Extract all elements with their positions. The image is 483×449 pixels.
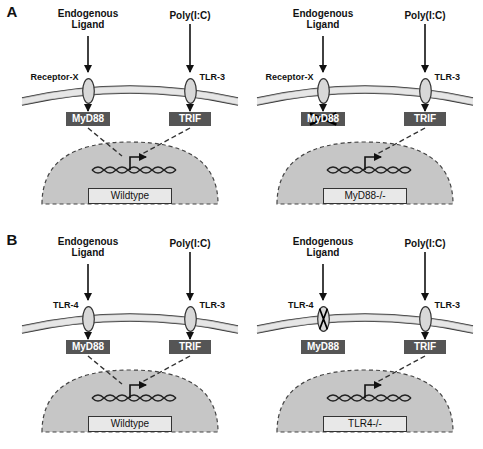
receptor-ellipse: [82, 78, 95, 104]
node-label: TRIF: [179, 113, 201, 124]
receptor-label: TLR-4: [53, 300, 79, 310]
receptor-ellipse: [82, 306, 95, 332]
adaptor-box: MyD88: [66, 340, 110, 354]
ligand-label: Endogenous Ligand: [290, 236, 356, 258]
receptor: Receptor-X: [317, 78, 330, 104]
receptor-label: Receptor-X: [265, 72, 313, 82]
panel-letter: A: [7, 4, 18, 20]
receptor: TLR-4: [82, 306, 95, 332]
adaptor-box: TRIF: [404, 112, 446, 126]
signal-arrow: [424, 105, 426, 111]
ligand-label: Endogenous Ligand: [290, 8, 356, 30]
node-label: MyD88: [72, 341, 104, 352]
genotype-box: Wildtype: [88, 188, 172, 204]
signal-arrow: [322, 105, 324, 111]
genotype-box: TLR4-/-: [323, 416, 407, 432]
adaptor-box: MyD88: [301, 340, 345, 354]
node-label: TRIF: [414, 113, 436, 124]
adaptor-box: MyD88: [301, 112, 345, 126]
knockout-cross: [317, 306, 330, 332]
adaptor-box: MyD88: [66, 112, 110, 126]
receptor-label: TLR-3: [200, 300, 226, 310]
receptor-label: TLR-3: [435, 72, 461, 82]
node-label: TRIF: [179, 341, 201, 352]
panel-letter: B: [7, 232, 18, 248]
node-label: MyD88: [307, 341, 339, 352]
receptor-label: Receptor-X: [30, 72, 78, 82]
node-label: Wildtype: [111, 190, 149, 201]
receptor-ellipse: [419, 306, 432, 332]
ligand-label: Poly(I:C): [404, 238, 445, 249]
signal-arrow: [189, 105, 191, 111]
ligand-label: Poly(I:C): [169, 10, 210, 21]
receptor-label: TLR-3: [435, 300, 461, 310]
receptor: TLR-3: [419, 78, 432, 104]
receptor-label: TLR-4: [288, 300, 314, 310]
adaptor-box: TRIF: [169, 112, 211, 126]
receptor: TLR-3: [184, 78, 197, 104]
node-label: Wildtype: [111, 418, 149, 429]
node-label: MyD88: [307, 113, 339, 124]
node-label: MyD88: [72, 113, 104, 124]
ligand-label: Poly(I:C): [169, 238, 210, 249]
receptor: TLR-3: [419, 306, 432, 332]
ligand-label: Poly(I:C): [404, 10, 445, 21]
signal-arrow: [189, 333, 191, 339]
receptor: TLR-3: [184, 306, 197, 332]
signal-arrow: [87, 333, 89, 339]
adaptor-box: TRIF: [169, 340, 211, 354]
genotype-box: MyD88-/-: [323, 188, 407, 204]
signal-arrow: [424, 333, 426, 339]
genotype-box: Wildtype: [88, 416, 172, 432]
receptor-label: TLR-3: [200, 72, 226, 82]
signal-arrow: [87, 105, 89, 111]
receptor-ellipse: [419, 78, 432, 104]
receptor-ellipse: [317, 78, 330, 104]
receptor-ellipse: [184, 306, 197, 332]
ligand-label: Endogenous Ligand: [55, 236, 121, 258]
node-label: TRIF: [414, 341, 436, 352]
ligand-label: Endogenous Ligand: [55, 8, 121, 30]
node-label: TLR4-/-: [348, 418, 382, 429]
node-label: MyD88-/-: [344, 190, 385, 201]
receptor: TLR-4: [317, 306, 330, 332]
adaptor-box: TRIF: [404, 340, 446, 354]
receptor-ellipse: [184, 78, 197, 104]
receptor: Receptor-X: [82, 78, 95, 104]
